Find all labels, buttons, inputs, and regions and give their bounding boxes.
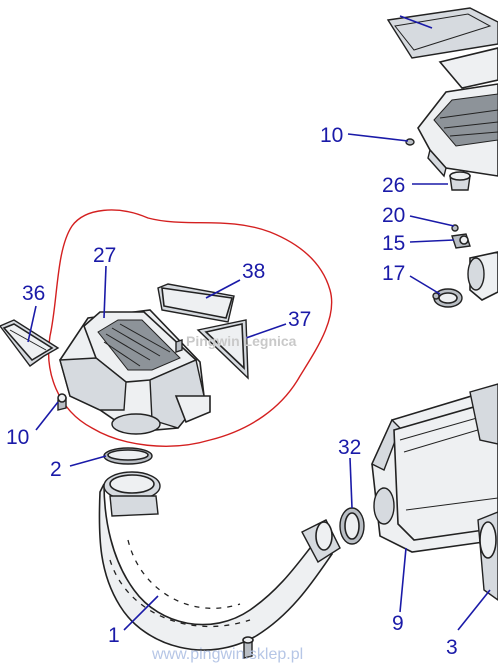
fitting-part-15 — [451, 233, 471, 249]
leader-lines — [27, 15, 491, 631]
airbox-lower-part-9 — [371, 383, 498, 553]
screw-left — [57, 393, 67, 411]
callout-20: 20 — [382, 204, 405, 227]
footer-url: www.pingwin.sklep.pl — [151, 646, 303, 663]
airbox-housing-part-27 — [59, 309, 211, 435]
callout-1: 1 — [108, 624, 120, 647]
callout-15: 15 — [382, 232, 405, 255]
triangle-panel-part-37 — [196, 319, 249, 380]
callout-37: 37 — [288, 308, 311, 331]
callout-2: 2 — [50, 458, 62, 481]
air-filter-element-top — [386, 7, 498, 59]
callout-26: 26 — [382, 174, 405, 197]
callout-27: 27 — [93, 244, 116, 267]
duct-part-3 — [477, 511, 498, 601]
callout-38: 38 — [242, 260, 265, 283]
small-bolt — [175, 339, 183, 353]
bottom-bolt — [242, 636, 254, 659]
callout-32: 32 — [338, 436, 361, 459]
airbox-lid-top-right — [417, 47, 498, 178]
hose-clamp-part-17 — [432, 288, 463, 308]
callout-17: 17 — [382, 262, 405, 285]
clamp-part-32 — [339, 507, 365, 545]
hose-right-edge — [467, 251, 498, 301]
screw-top — [405, 138, 415, 146]
intake-hose-part-1 — [98, 471, 341, 651]
callout-10-left: 10 — [6, 426, 29, 449]
callout-9: 9 — [392, 612, 404, 635]
highlight-outline — [48, 209, 333, 447]
callout-36: 36 — [22, 282, 45, 305]
watermark: Pingwin Legnica — [186, 333, 297, 349]
cap-part-26 — [449, 171, 471, 191]
callout-10-top: 10 — [320, 124, 343, 147]
clamp-ring-part-2 — [103, 447, 153, 465]
callout-3: 3 — [446, 636, 458, 659]
